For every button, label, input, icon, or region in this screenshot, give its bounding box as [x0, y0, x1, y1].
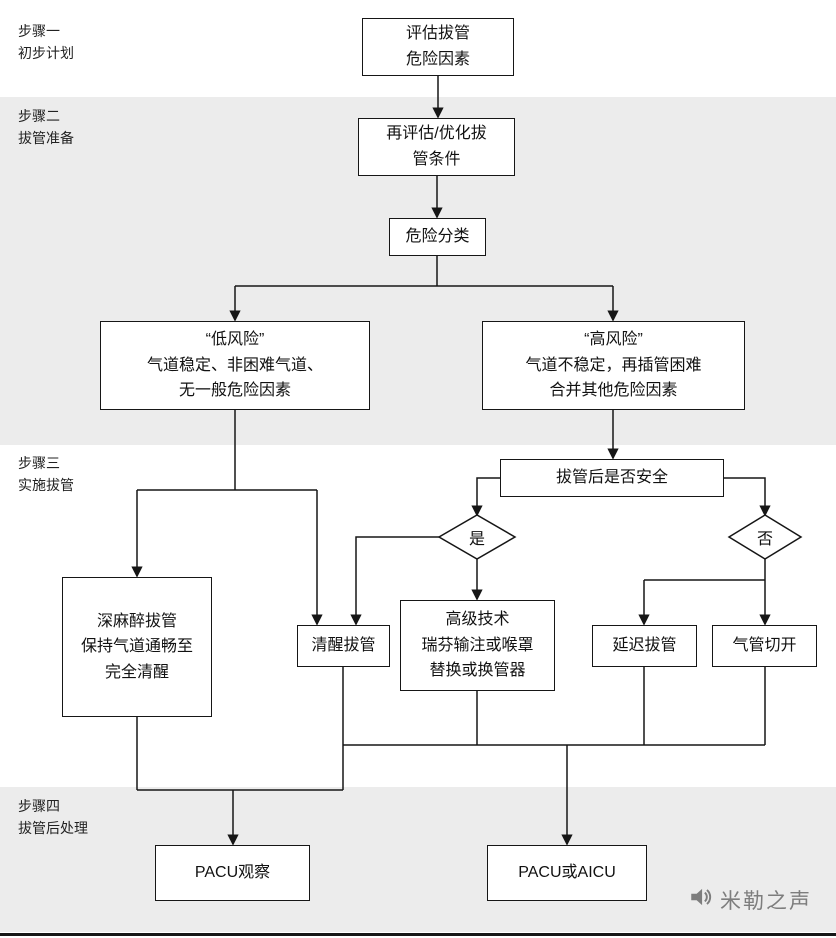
step4-label: 步骤四 拔管后处理: [18, 798, 88, 837]
node-tracheostomy: 气管切开: [712, 625, 817, 667]
node-pacu-observation: PACU观察: [155, 845, 310, 901]
node-safe-after-extubation: 拔管后是否安全: [500, 459, 724, 497]
step4-band: [0, 787, 836, 932]
node-awake-extubation: 清醒拔管: [297, 625, 390, 667]
step3-label: 步骤三 实施拔管: [18, 455, 74, 494]
node-delay-extubation: 延迟拔管: [592, 625, 697, 667]
step2-label: 步骤二 拔管准备: [18, 108, 74, 147]
step1-label: 步骤一 初步计划: [18, 23, 74, 62]
decision-diamonds: [437, 514, 803, 560]
no-label: 否: [756, 531, 773, 548]
node-assess-risk: 评估拔管 危险因素: [362, 18, 514, 76]
connector-arrows: [131, 76, 771, 846]
yes-diamond: [437, 514, 517, 560]
node-risk-classification: 危险分类: [389, 218, 486, 256]
no-diamond: [727, 514, 803, 560]
node-low-risk: “低风险” 气道稳定、非困难气道、 无一般危险因素: [100, 321, 370, 410]
bottom-border: [0, 933, 836, 936]
node-deep-anesthesia-extubation: 深麻醉拔管 保持气道通畅至 完全清醒: [62, 577, 212, 717]
watermark: 米勒之声: [688, 884, 812, 916]
watermark-text: 米勒之声: [720, 890, 812, 913]
node-high-risk: “高风险” 气道不稳定，再插管困难 合并其他危险因素: [482, 321, 745, 410]
yes-label: 是: [468, 531, 485, 548]
node-pacu-or-aicu: PACU或AICU: [487, 845, 647, 901]
node-reassess-optimize: 再评估/优化拔 管条件: [358, 118, 515, 176]
node-advanced-technique: 高级技术 瑞芬输注或喉罩 替换或换管器: [400, 600, 555, 691]
speaker-icon: [688, 884, 714, 916]
